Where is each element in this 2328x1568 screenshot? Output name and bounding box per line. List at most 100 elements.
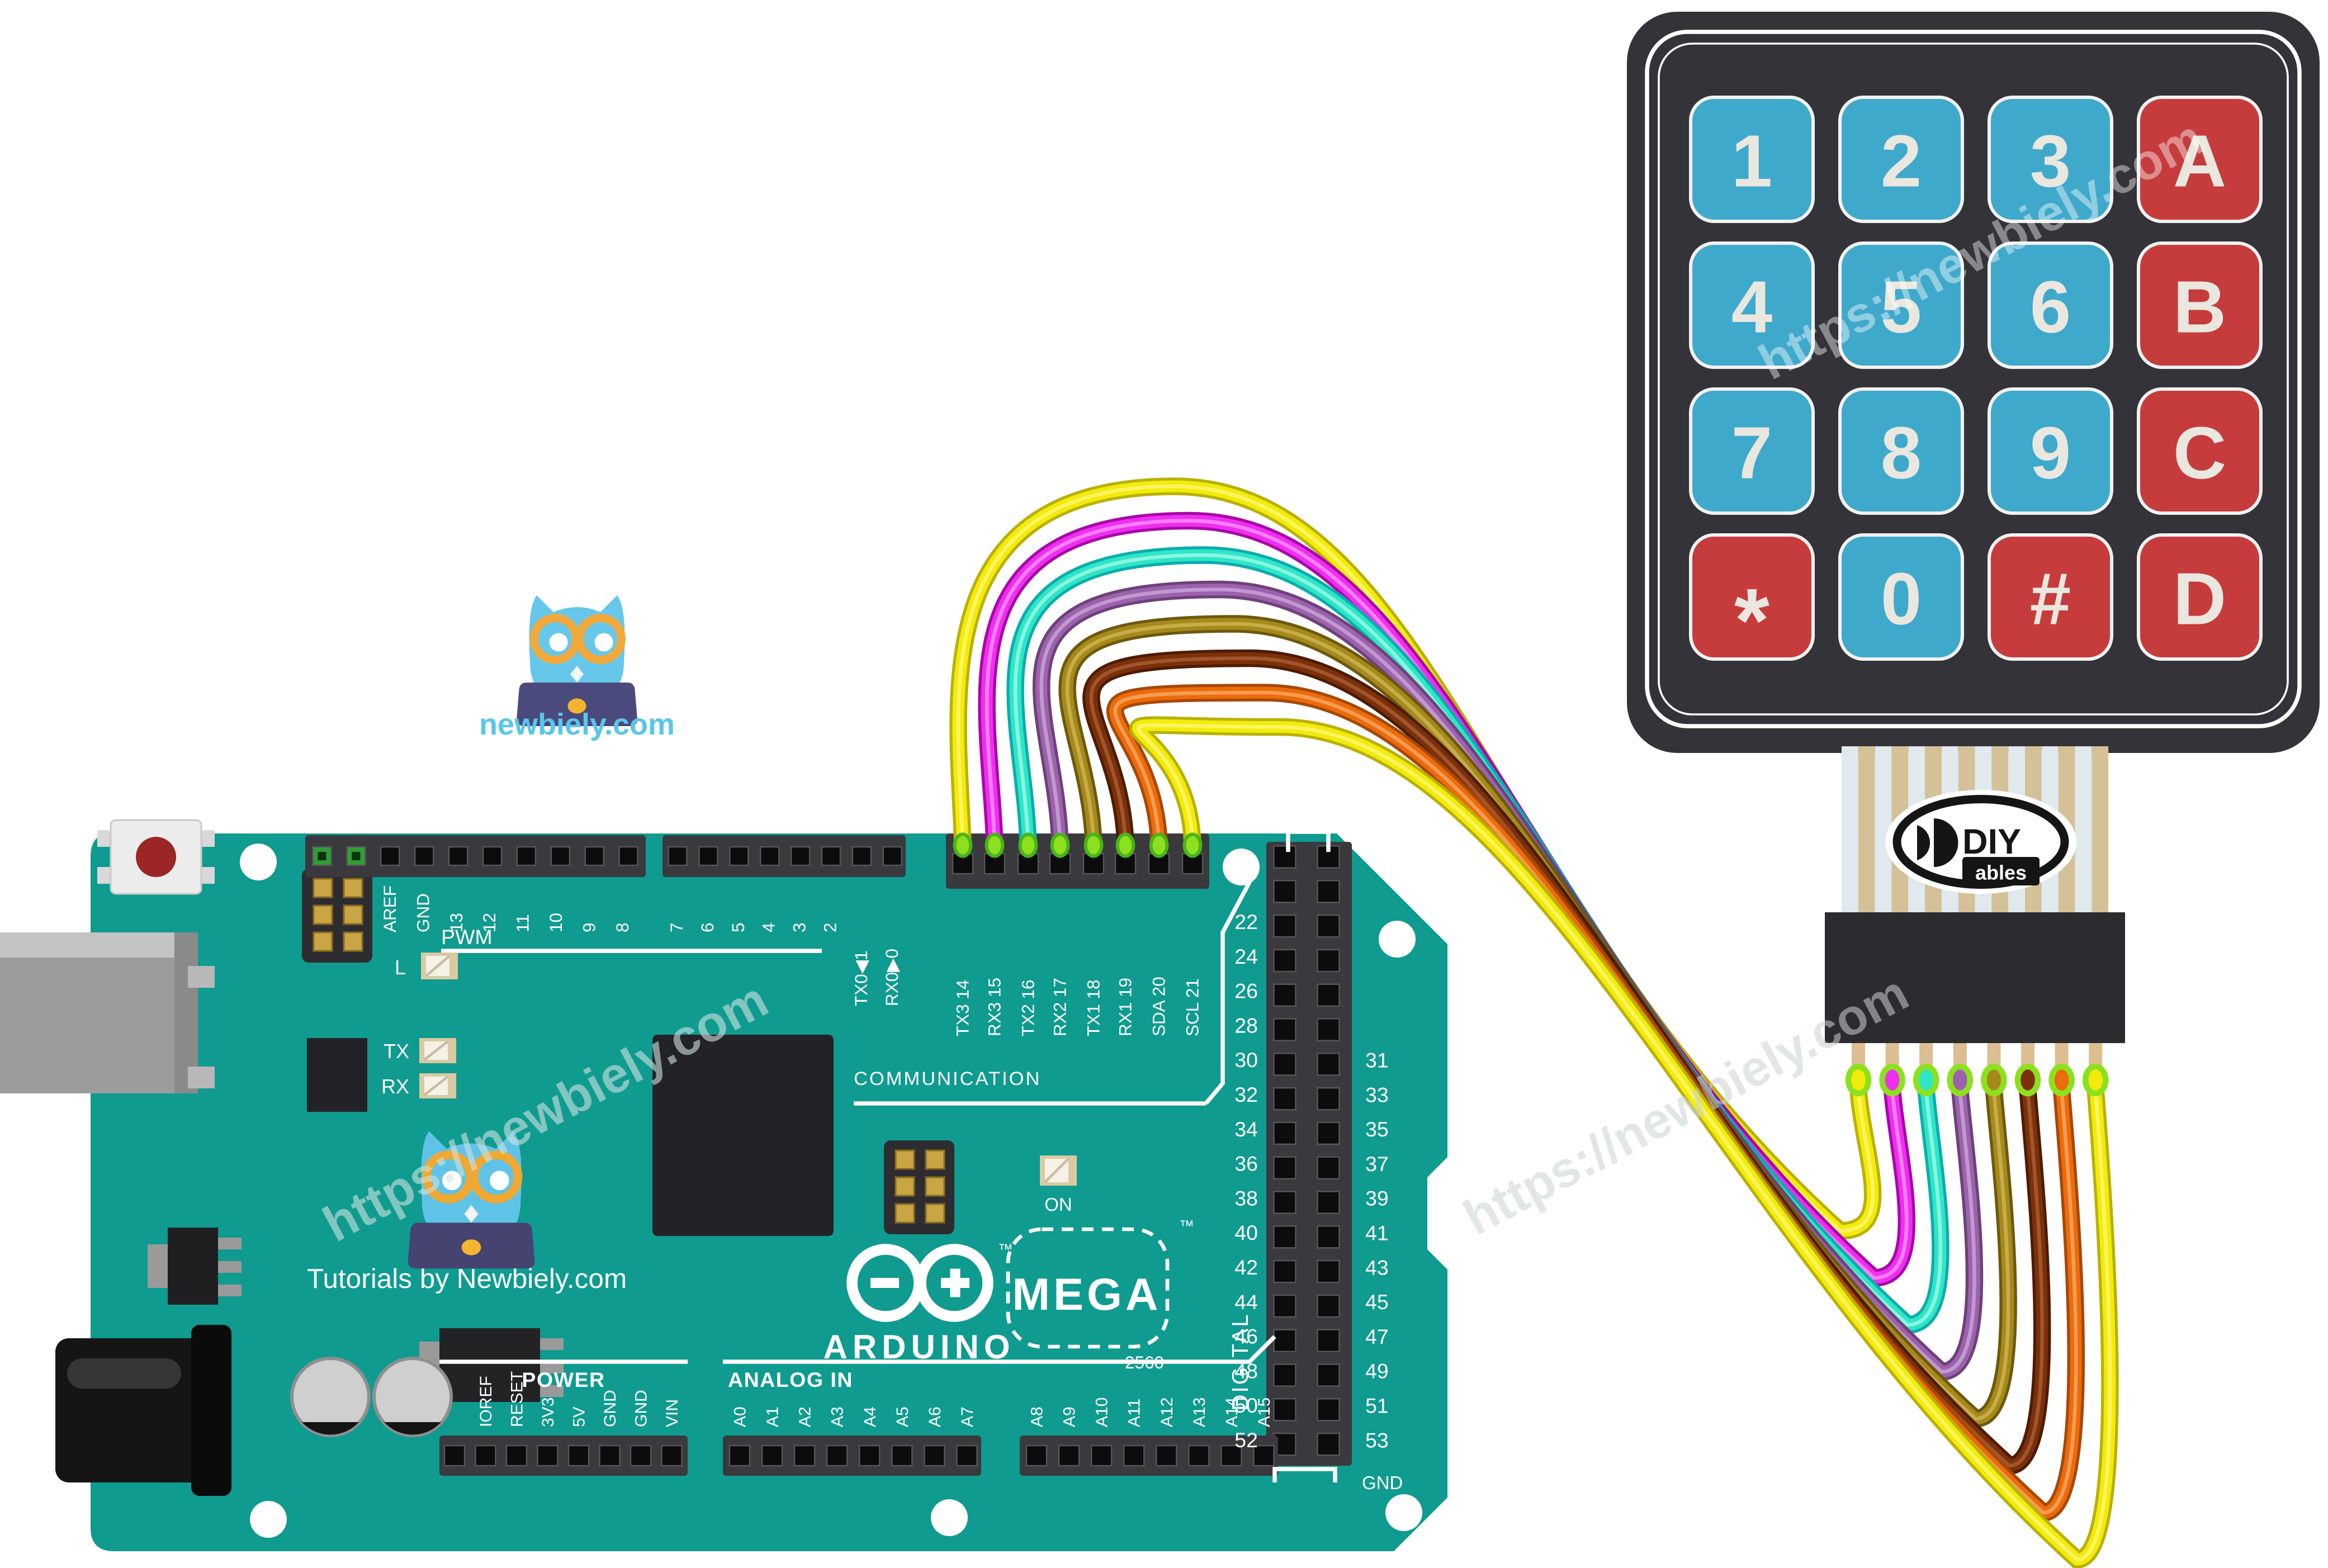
wire-tip [1182, 832, 1203, 858]
keypad-key-4[interactable]: 4 [1689, 241, 1815, 369]
keypad-key-2[interactable]: 2 [1838, 96, 1964, 223]
mounting-hole [1379, 921, 1416, 958]
analog-pin-label: A13 [1190, 1398, 1209, 1427]
digital-pin-number: 34 [1234, 1117, 1258, 1141]
led-rx [419, 1073, 456, 1098]
digital-pin-number: 43 [1365, 1256, 1389, 1279]
top-pin-label: 8 [612, 922, 632, 932]
wire-tip [1050, 832, 1070, 858]
keypad-key-label: 1 [1731, 120, 1772, 202]
analog-pin-label: A9 [1061, 1406, 1079, 1427]
voltage-regulator [419, 1328, 564, 1402]
keypad-key-label: * [1734, 570, 1769, 671]
wire-tip [1981, 1063, 2007, 1097]
top-pin-label: AREF [380, 885, 400, 932]
led-tx-label: TX [384, 1040, 409, 1063]
keypad-key-6[interactable]: 6 [1988, 241, 2113, 369]
digital-pin-number: 37 [1365, 1152, 1389, 1176]
minus-icon [870, 1278, 899, 1288]
digital-pin-number: 49 [1365, 1359, 1389, 1383]
power-pin-label: 5V [570, 1406, 589, 1427]
diyables-text-bottom: ables [1975, 861, 2027, 884]
digital-pin-number: 40 [1234, 1221, 1258, 1244]
keypad-key-7[interactable]: 7 [1689, 387, 1815, 515]
serial0-pin-label: TX0◀1 [851, 950, 871, 1006]
v5-bracket [1286, 830, 1331, 852]
top-pin-label: GND [413, 893, 433, 932]
analog-pin-label: A3 [829, 1406, 847, 1427]
digital-pin-number: 30 [1234, 1048, 1258, 1072]
keypad-key-label: # [2030, 558, 2071, 640]
keypad-key-label: 7 [1731, 412, 1772, 494]
digital-pin-number: 28 [1234, 1013, 1258, 1037]
keypad-key-label: 2 [1881, 120, 1922, 202]
wire-tip [2082, 1063, 2109, 1097]
led-on [1040, 1155, 1077, 1186]
header-top-b [663, 835, 906, 877]
digital-pin-number: 44 [1234, 1290, 1258, 1314]
led-l [421, 953, 458, 979]
top-pin-label: 7 [666, 922, 687, 932]
analog-pin-label: A10 [1093, 1398, 1111, 1427]
led-tx [419, 1038, 456, 1063]
keypad-key-8[interactable]: 8 [1838, 387, 1964, 515]
keypad-key-1[interactable]: 1 [1689, 96, 1815, 223]
keypad-key-0[interactable]: 0 [1838, 533, 1964, 661]
wire-tip [1913, 1063, 1939, 1097]
transistor-part [148, 1228, 242, 1305]
comm-pin-label: SDA 20 [1149, 977, 1169, 1036]
keypad-key-C[interactable]: C [2137, 387, 2263, 515]
jumper-wire-SCL-21-to-keypad-8 [1129, 716, 2119, 1568]
mounting-hole [1385, 1494, 1422, 1531]
keypad-key-label: 5 [1881, 266, 1922, 348]
digital-pin-number: 36 [1234, 1152, 1258, 1176]
gnd-bracket [1272, 1467, 1337, 1482]
keypad-key-label: 8 [1881, 412, 1922, 494]
reset-button[interactable] [97, 819, 215, 895]
mounting-hole [240, 844, 277, 880]
keypad-key-label: 0 [1881, 558, 1922, 640]
pwm-label: PWM [441, 925, 493, 949]
top-pin-label: 12 [479, 913, 499, 932]
analog-pin-label: A0 [731, 1406, 750, 1427]
keypad-key-5[interactable]: 5 [1838, 241, 1964, 369]
power-pin-label: IOREF [477, 1376, 495, 1427]
keypad-key-D[interactable]: D [2137, 533, 2263, 661]
trademark-symbol: ™ [998, 1241, 1013, 1258]
keypad-key-label: 6 [2030, 266, 2071, 348]
ribbon-cable-stripe [1858, 746, 1875, 916]
keypad-key-9[interactable]: 9 [1988, 387, 2113, 515]
digital-pin-number: 47 [1365, 1325, 1389, 1348]
digital-pin-number: 32 [1234, 1083, 1258, 1106]
watermark-right: https://newbiely.com [1455, 965, 1917, 1246]
digital-pin-number: 22 [1234, 910, 1258, 934]
keypad-key-#[interactable]: # [1988, 533, 2113, 661]
gnd-label: GND [1362, 1472, 1403, 1493]
analog-pin-label: A15 [1255, 1398, 1274, 1427]
keypad-key-*[interactable]: * [1689, 533, 1815, 671]
usb-connector [0, 932, 215, 1093]
digital-pin-number: 39 [1365, 1187, 1389, 1210]
keypad-key-3[interactable]: 3 [1988, 96, 2113, 223]
mounting-hole [931, 1499, 968, 1536]
keypad-key-label: C [2173, 412, 2226, 494]
comm-pin-label: TX3 14 [953, 979, 973, 1036]
keypad-key-label: B [2173, 266, 2226, 348]
digital-pin-number: 48 [1234, 1359, 1258, 1382]
power-label: POWER [522, 1368, 605, 1391]
analog-in-label: ANALOG IN [728, 1368, 853, 1391]
wire-tip [1018, 832, 1038, 858]
top-pin-label: 2 [820, 922, 840, 932]
keypad-key-A[interactable]: A [2137, 96, 2263, 223]
top-pin-label: 6 [697, 922, 717, 932]
keypad-key-B[interactable]: B [2137, 241, 2263, 369]
digital-pin-number: 46 [1234, 1325, 1258, 1348]
jumper-wires [949, 477, 2119, 1568]
wire-tip [953, 832, 973, 858]
digital-pin-number: 50 [1234, 1394, 1258, 1417]
wire-tip [985, 832, 1005, 858]
keypad-border-outer [1645, 30, 2302, 728]
owl-mascot-board [408, 1131, 535, 1269]
